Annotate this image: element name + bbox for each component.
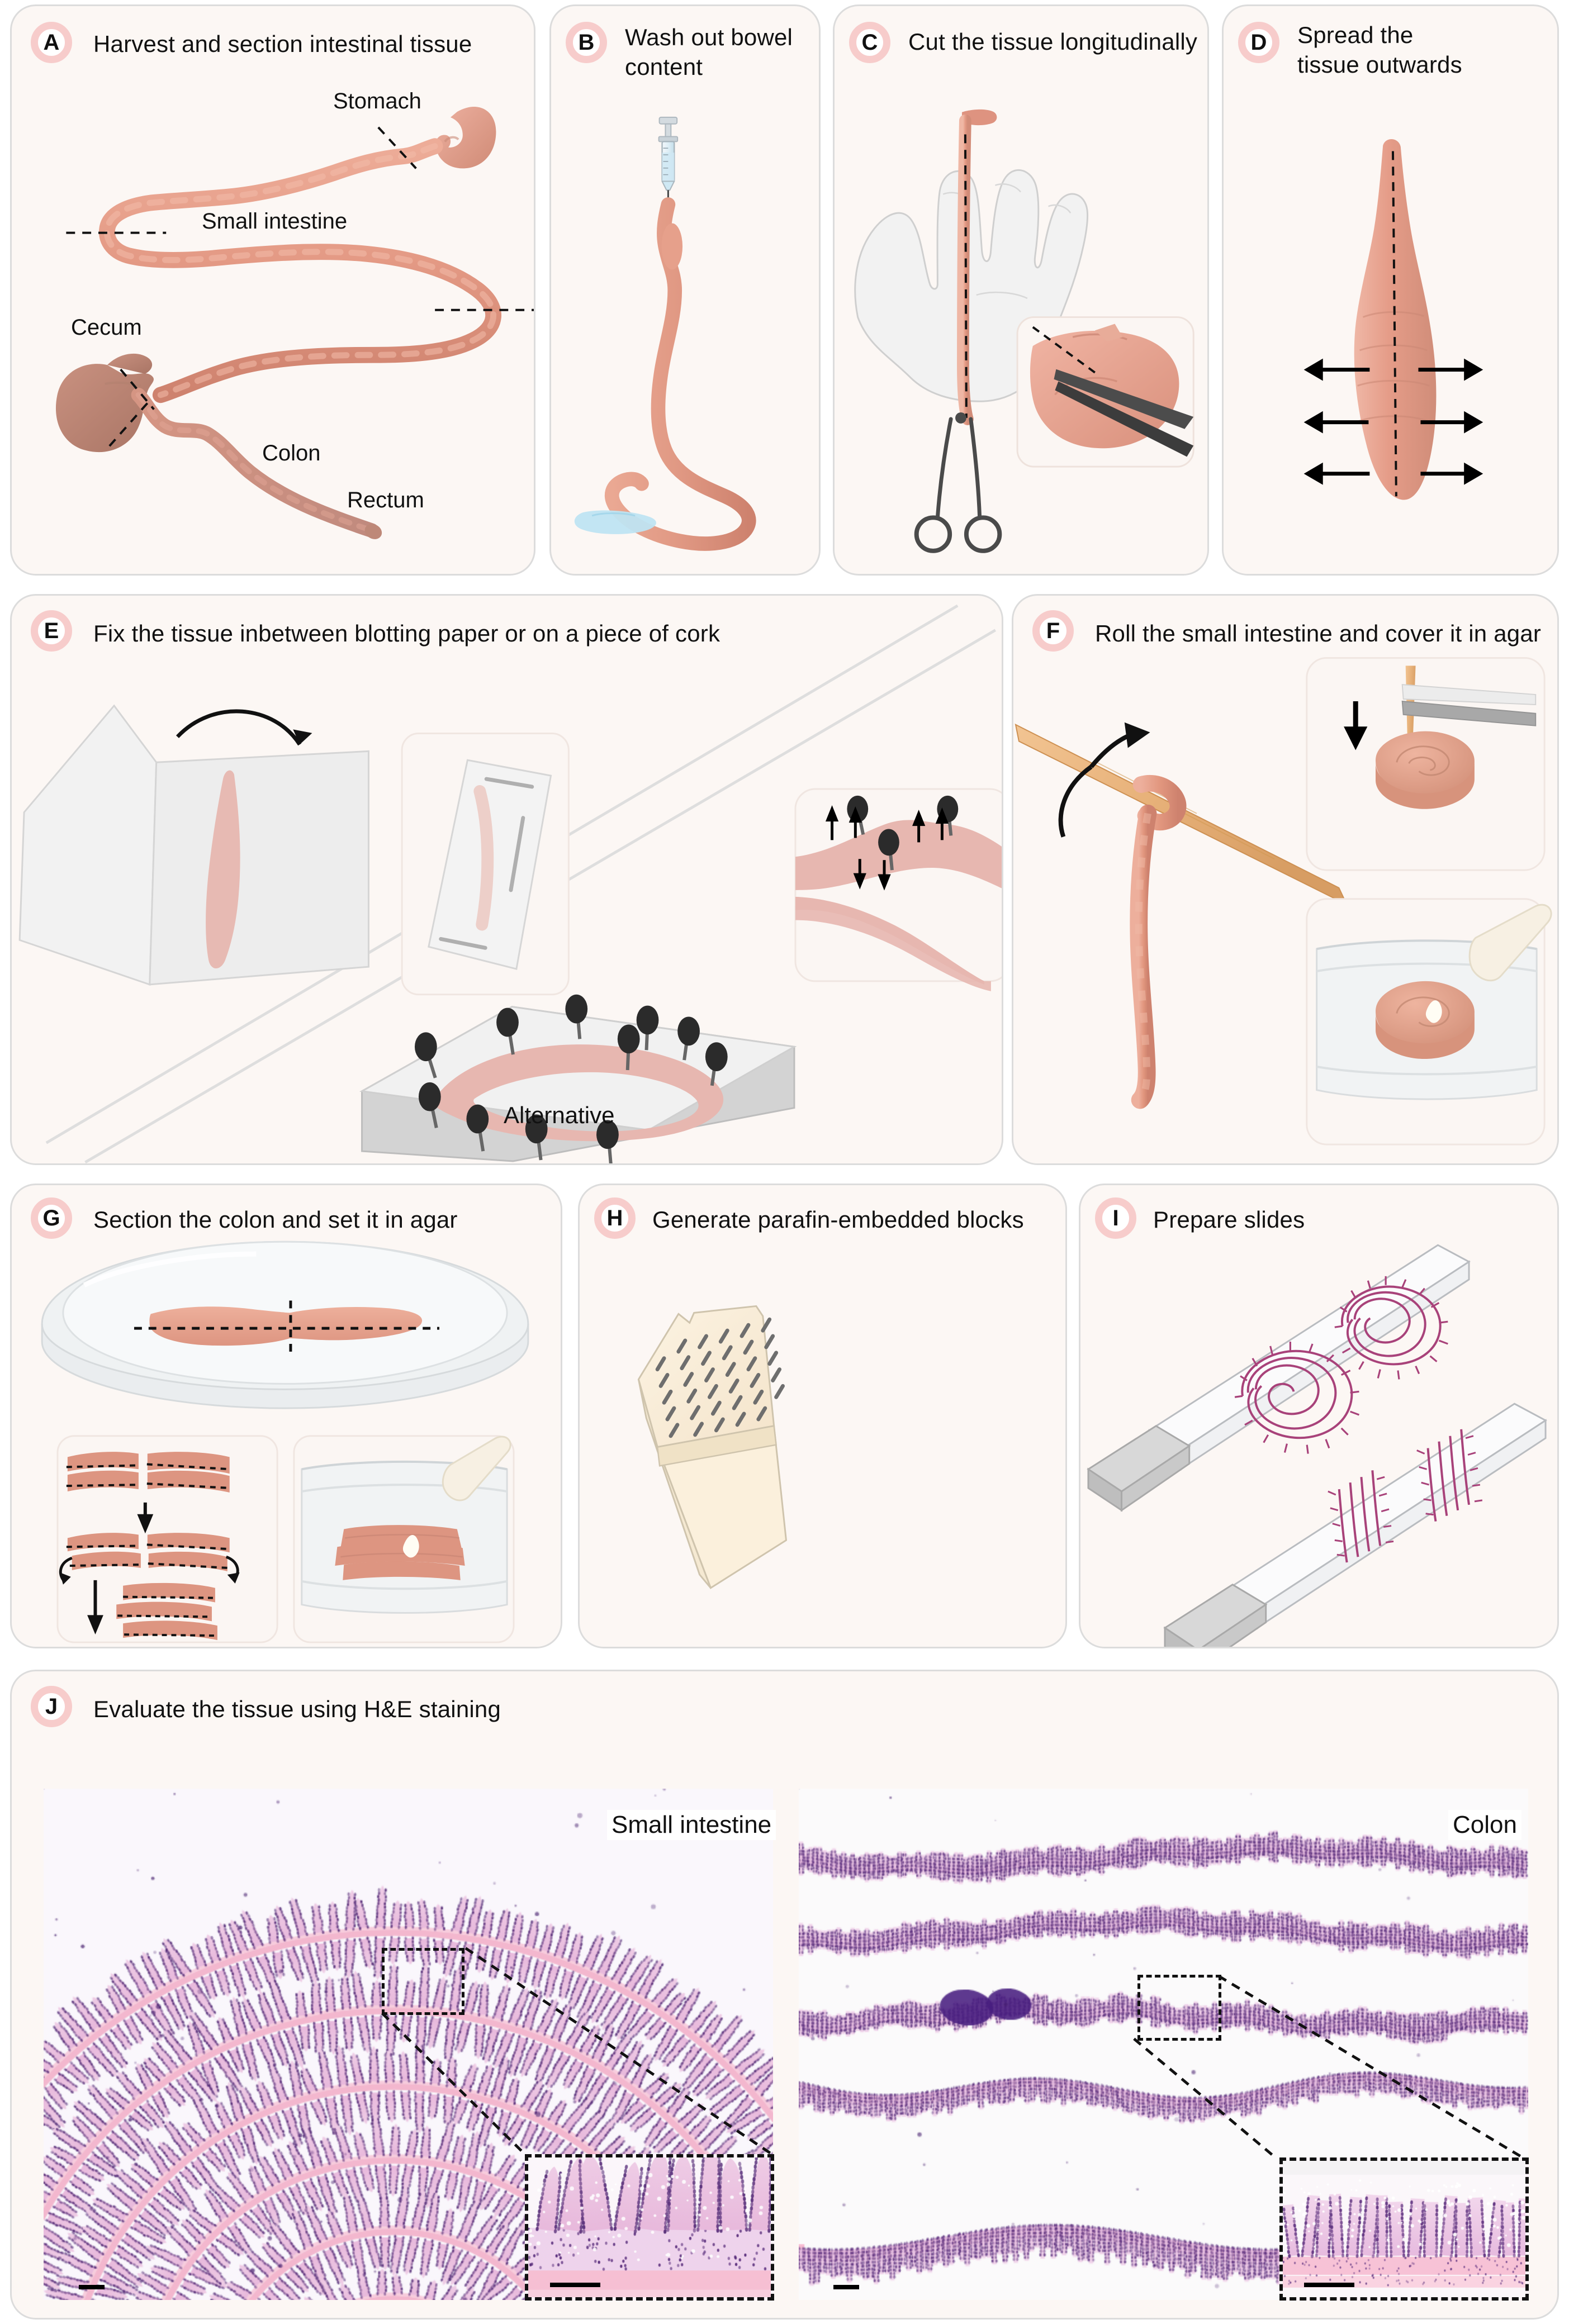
alternative-label: Alternative bbox=[504, 1102, 615, 1128]
panel-h-title: Generate parafin-embedded blocks bbox=[652, 1206, 1024, 1233]
roi-box-small-intestine bbox=[382, 1948, 464, 2015]
panel-g-illustration bbox=[41, 1241, 529, 1643]
panel-badge-a: A bbox=[31, 22, 72, 63]
tissue-label-small-intestine: Small intestine bbox=[607, 1810, 776, 1840]
panel-h-illustration bbox=[637, 1305, 788, 1589]
panel-badge-d: D bbox=[1238, 22, 1279, 63]
panel-badge-j: J bbox=[31, 1686, 72, 1727]
scale-bar-small-intestine bbox=[79, 2285, 105, 2289]
roi-box-colon bbox=[1137, 1975, 1221, 2041]
panel-badge-c: C bbox=[849, 22, 890, 63]
scale-bar-colon-inset bbox=[1304, 2283, 1354, 2287]
panel-j-title: Evaluate the tissue using H&E staining bbox=[93, 1696, 501, 1722]
panel-d: D Spread the tissue outwards bbox=[1222, 4, 1559, 576]
panel-c-illustration bbox=[854, 109, 1194, 553]
tissue-label-colon: Colon bbox=[1448, 1810, 1521, 1840]
panel-h: H Generate parafin-embedded blocks bbox=[578, 1184, 1067, 1648]
panel-badge-f: F bbox=[1032, 610, 1074, 652]
scale-bar-small-intestine-inset bbox=[550, 2283, 600, 2287]
histology-inset-small-intestine bbox=[525, 2154, 774, 2301]
panel-e: E Fix the tissue inbetween blotting pape… bbox=[10, 594, 1003, 1165]
panel-i-illustration bbox=[1087, 1244, 1547, 1647]
panel-a: A Harvest and section intestinal tissue bbox=[10, 4, 535, 576]
panel-d-title: Spread the tissue outwards bbox=[1297, 22, 1462, 78]
panel-b: B Wash out bowel content bbox=[549, 4, 821, 576]
panel-e-title: Fix the tissue inbetween blotting paper … bbox=[93, 620, 720, 647]
panel-g-title: Section the colon and set it in agar bbox=[93, 1206, 458, 1233]
histology-inset-colon bbox=[1279, 2157, 1529, 2301]
panel-e-illustration bbox=[18, 604, 1002, 1163]
panel-i-title: Prepare slides bbox=[1153, 1206, 1305, 1233]
panel-d-illustration bbox=[1303, 139, 1483, 500]
label-small-intestine: Small intestine bbox=[202, 209, 348, 234]
panel-badge-b: B bbox=[566, 22, 607, 63]
panel-a-illustration bbox=[55, 106, 534, 539]
panel-g: G Section the colon and set it in agar bbox=[10, 1184, 562, 1648]
panel-badge-g: G bbox=[31, 1197, 72, 1239]
panel-c: C Cut the tissue longitudinally bbox=[833, 4, 1209, 576]
panel-f: F Roll the small intestine and cover it … bbox=[1012, 594, 1559, 1165]
label-colon: Colon bbox=[262, 441, 321, 465]
panel-f-illustration bbox=[1015, 657, 1552, 1146]
label-stomach: Stomach bbox=[333, 89, 421, 113]
panel-a-title: Harvest and section intestinal tissue bbox=[93, 31, 472, 57]
scale-bar-colon bbox=[833, 2285, 859, 2289]
panel-badge-h: H bbox=[594, 1197, 636, 1239]
label-cecum: Cecum bbox=[71, 315, 142, 340]
panel-c-title: Cut the tissue longitudinally bbox=[908, 28, 1198, 55]
panel-j: J Evaluate the tissue using H&E staining… bbox=[10, 1670, 1559, 2320]
panel-badge-i: I bbox=[1095, 1197, 1136, 1239]
label-rectum: Rectum bbox=[347, 488, 424, 512]
panel-b-title: Wash out bowel content bbox=[625, 24, 793, 80]
panel-f-title: Roll the small intestine and cover it in… bbox=[1095, 620, 1542, 647]
panel-badge-e: E bbox=[31, 610, 72, 652]
panel-b-illustration bbox=[574, 116, 756, 551]
panel-i: I Prepare slides bbox=[1079, 1184, 1559, 1648]
